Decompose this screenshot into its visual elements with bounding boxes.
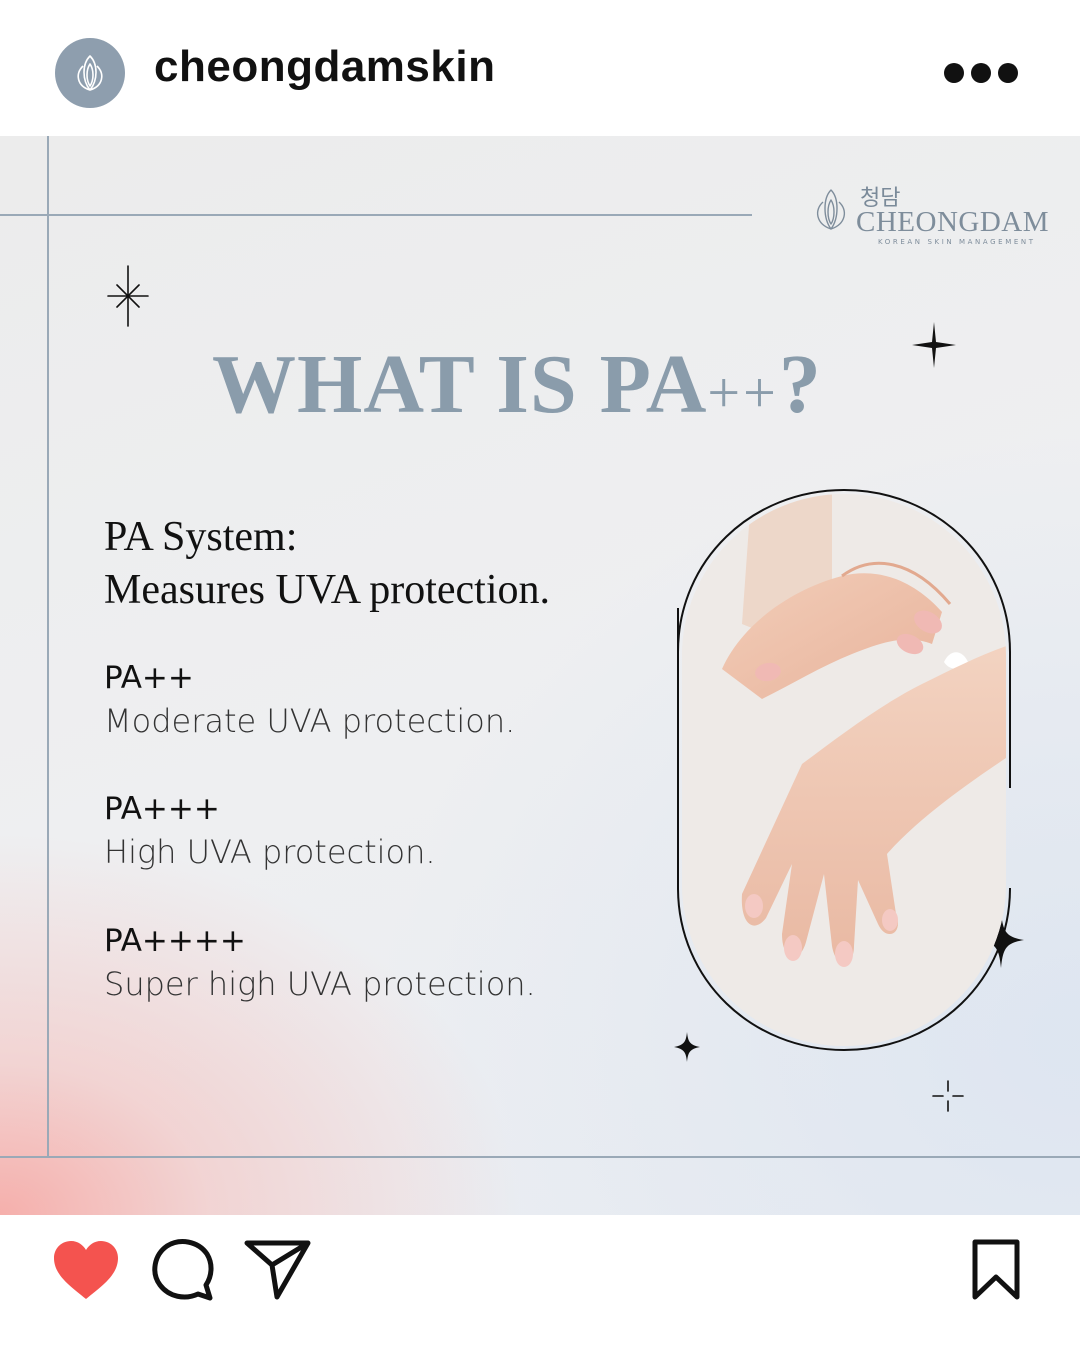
more-options-icon (944, 63, 1018, 83)
frame-line-bottom (0, 1156, 1080, 1158)
pa-description: Super high UVA protection. (104, 965, 536, 1003)
sparkle-burst-icon (107, 265, 149, 327)
pa-item: PA+++ High UVA protection. (104, 789, 436, 875)
sparkle-dashed-icon (932, 1080, 964, 1112)
frame-line-vertical (47, 136, 49, 1156)
brand-name: CHEONGDAM (856, 206, 1049, 238)
pa-level: PA++ (104, 660, 194, 696)
pa-level: PA++++ (104, 923, 246, 959)
save-button[interactable] (972, 1239, 1020, 1306)
pa-description: Moderate UVA protection. (104, 702, 516, 740)
pa-description: High UVA protection. (104, 833, 436, 871)
post-actions (0, 1215, 1080, 1350)
title-plus: ++ (707, 360, 779, 425)
paper-plane-icon (244, 1240, 311, 1300)
heading-line-1: PA System: (104, 514, 298, 560)
more-options-button[interactable] (940, 58, 1022, 88)
brand-logo: 청담 CHEONGDAM KOREAN SKIN MANAGEMENT (812, 180, 1049, 250)
pa-item: PA++++ Super high UVA protection. (104, 921, 536, 1007)
title-question: ? (778, 338, 822, 431)
frame-line-top (0, 214, 752, 216)
post-username[interactable]: cheongdamskin (154, 42, 496, 91)
sparkle-small-icon (674, 1032, 700, 1062)
like-button[interactable] (52, 1239, 120, 1306)
post-header: cheongdamskin (0, 0, 1080, 136)
hand-photo-frame (676, 488, 1012, 1052)
share-button[interactable] (244, 1239, 312, 1306)
comment-button[interactable] (152, 1239, 214, 1306)
heart-icon (54, 1241, 118, 1299)
brand-tagline: KOREAN SKIN MANAGEMENT (878, 238, 1036, 246)
pa-system-heading: PA System: Measures UVA protection. (104, 511, 550, 617)
arch-outline (677, 488, 1011, 1052)
hands-illustration (682, 494, 1006, 1046)
hand-photo (682, 494, 1006, 1046)
pa-item: PA++ Moderate UVA protection. (104, 658, 515, 744)
lotus-icon (77, 55, 103, 91)
heading-line-2: Measures UVA protection. (104, 567, 550, 613)
post-title: WHAT IS PA++? (212, 336, 822, 433)
title-main: WHAT IS PA (212, 338, 708, 431)
sparkle-thin-icon (912, 322, 956, 368)
comment-icon (152, 1239, 214, 1301)
lotus-logo-icon (816, 189, 846, 230)
post-image[interactable]: 청담 CHEONGDAM KOREAN SKIN MANAGEMENT WHAT… (0, 136, 1080, 1215)
pa-level: PA+++ (104, 791, 220, 827)
brand-korean: 청담 (860, 186, 901, 211)
avatar[interactable] (55, 38, 125, 108)
bookmark-icon (972, 1239, 1020, 1300)
